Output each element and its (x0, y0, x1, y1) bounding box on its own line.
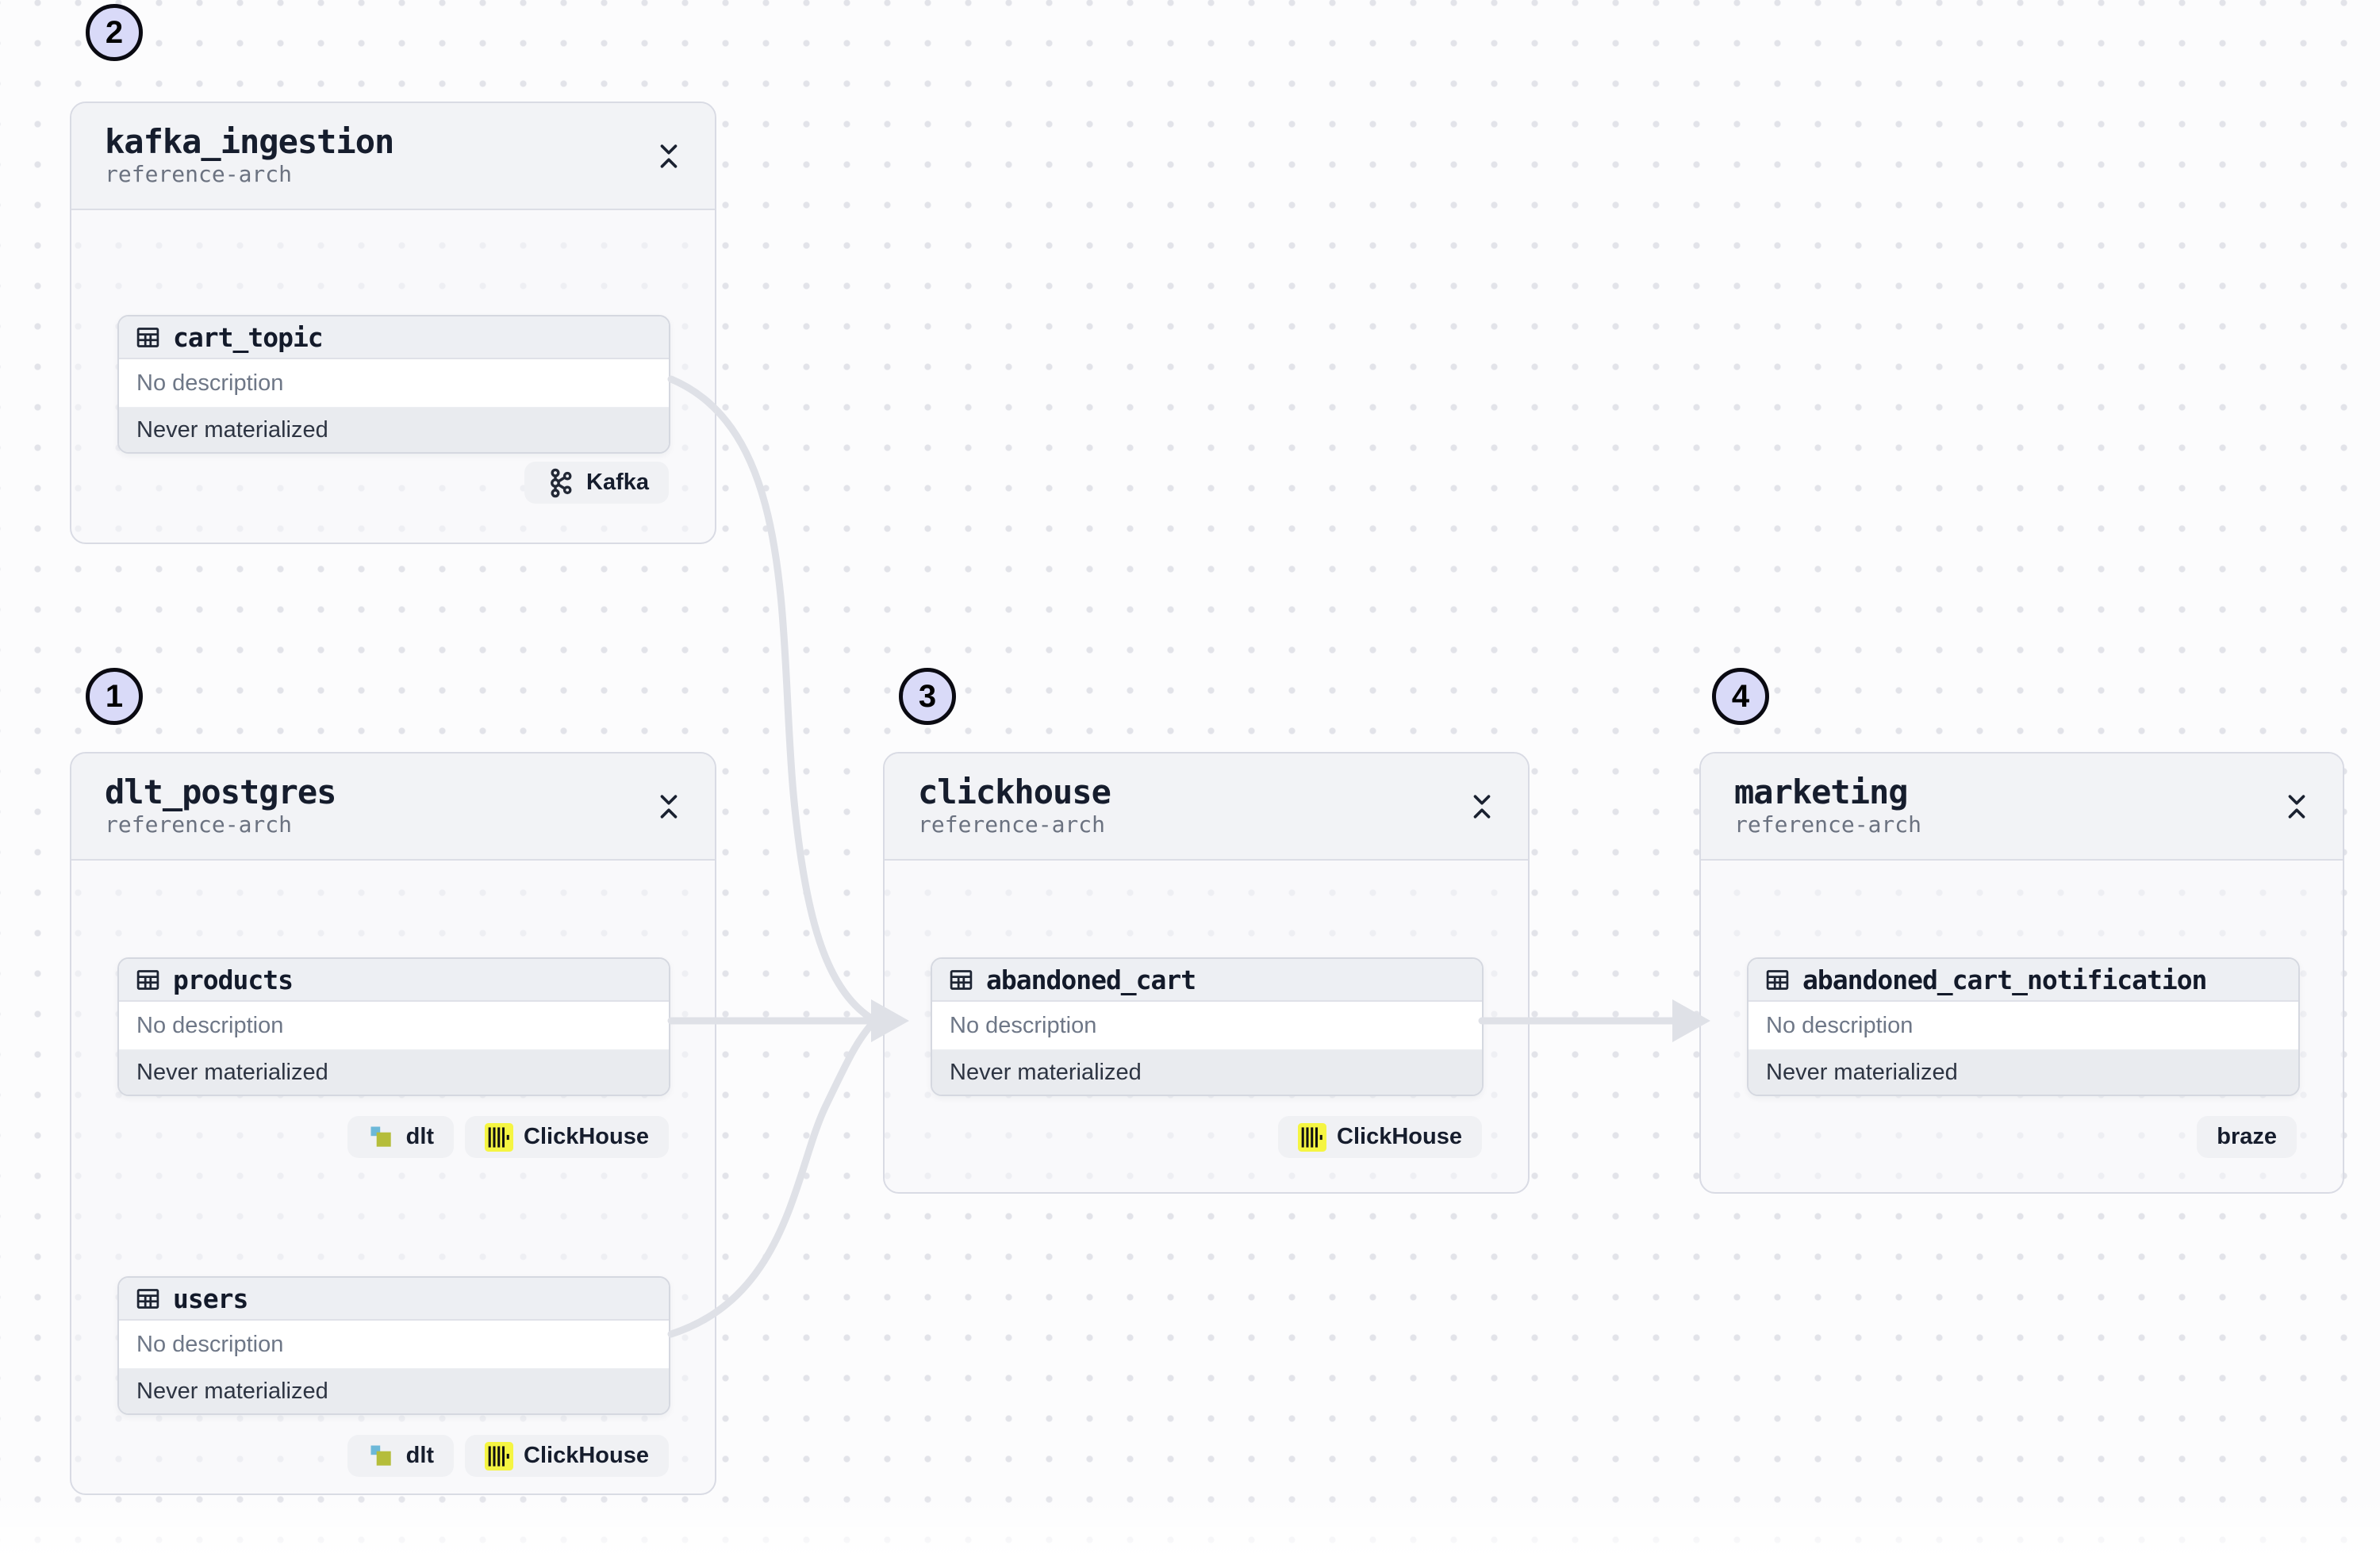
asset-card-header: abandoned_cart_notification (1749, 959, 2298, 1002)
kind-tag-label: ClickHouse (1337, 1124, 1462, 1149)
table-icon (135, 324, 161, 351)
asset-name: products (173, 964, 294, 995)
asset-card-cart-topic[interactable]: cart_topic No description Never material… (117, 315, 670, 454)
kind-tag-clickhouse: ClickHouse (1278, 1116, 1482, 1158)
group-header: clickhouse reference-arch (885, 753, 1528, 861)
clickhouse-icon (485, 1122, 514, 1152)
kafka-icon (544, 467, 576, 499)
clickhouse-icon (485, 1441, 514, 1471)
group-subtitle: reference-arch (918, 811, 1106, 838)
kind-tag-label: braze (2217, 1124, 2277, 1149)
collapse-vertical-icon (659, 144, 678, 169)
asset-card-header: users (119, 1278, 669, 1321)
asset-description: No description (1749, 1002, 2298, 1050)
asset-name: users (173, 1283, 248, 1314)
group-title: kafka_ingestion (105, 121, 394, 161)
table-icon (135, 967, 161, 993)
kind-tag-label: ClickHouse (524, 1124, 649, 1149)
collapse-group-button[interactable] (651, 134, 686, 178)
asset-name: cart_topic (173, 321, 324, 353)
group-title: marketing (1734, 772, 1909, 811)
group-subtitle: reference-arch (1734, 811, 1922, 838)
asset-status: Never materialized (932, 1050, 1482, 1095)
collapse-vertical-icon (659, 794, 678, 819)
asset-status: Never materialized (119, 1050, 669, 1095)
dlt-icon (367, 1442, 396, 1471)
step-badge-1: 1 (86, 668, 143, 725)
asset-name: abandoned_cart (986, 964, 1196, 995)
kind-tag-dlt: dlt (347, 1116, 455, 1158)
asset-description: No description (119, 1002, 669, 1050)
asset-tag-row: braze (2197, 1116, 2297, 1158)
kind-tag-label: Kafka (586, 470, 649, 495)
clickhouse-icon (1298, 1122, 1327, 1152)
kind-tag-clickhouse: ClickHouse (465, 1435, 669, 1477)
kind-tag-clickhouse: ClickHouse (465, 1116, 669, 1158)
asset-tag-row: dlt ClickHouse (347, 1435, 669, 1477)
collapse-vertical-icon (1472, 794, 1491, 819)
asset-tag-row: Kafka (524, 462, 669, 504)
group-marketing[interactable]: marketing reference-arch abandoned_cart_… (1699, 752, 2344, 1194)
asset-name: abandoned_cart_notification (1802, 964, 2207, 995)
table-icon (135, 1286, 161, 1312)
asset-card-products[interactable]: products No description Never materializ… (117, 957, 670, 1096)
asset-tag-row: ClickHouse (1278, 1116, 1482, 1158)
group-dlt-postgres[interactable]: dlt_postgres reference-arch products No … (70, 752, 716, 1495)
asset-status: Never materialized (1749, 1050, 2298, 1095)
asset-card-header: cart_topic (119, 316, 669, 359)
collapse-group-button[interactable] (1464, 784, 1499, 829)
group-header: marketing reference-arch (1701, 753, 2343, 861)
group-subtitle: reference-arch (105, 811, 293, 838)
asset-card-users[interactable]: users No description Never materialized (117, 1276, 670, 1415)
asset-status: Never materialized (119, 1369, 669, 1413)
kind-tag-braze: braze (2197, 1116, 2297, 1158)
asset-card-header: products (119, 959, 669, 1002)
bottom-fade (0, 1494, 2380, 1553)
asset-tag-row: dlt ClickHouse (347, 1116, 669, 1158)
asset-card-header: abandoned_cart (932, 959, 1482, 1002)
group-subtitle: reference-arch (105, 161, 293, 188)
kind-tag-dlt: dlt (347, 1435, 455, 1477)
asset-card-abandoned-cart[interactable]: abandoned_cart No description Never mate… (931, 957, 1484, 1096)
asset-description: No description (932, 1002, 1482, 1050)
collapse-vertical-icon (2287, 794, 2306, 819)
group-kafka-ingestion[interactable]: kafka_ingestion reference-arch cart_topi… (70, 102, 716, 544)
step-badge-2: 2 (86, 4, 143, 61)
group-title: dlt_postgres (105, 772, 336, 811)
kind-tag-label: ClickHouse (524, 1443, 649, 1468)
group-header: dlt_postgres reference-arch (71, 753, 715, 861)
table-icon (1764, 967, 1791, 993)
kind-tag-label: dlt (405, 1124, 435, 1149)
asset-status: Never materialized (119, 408, 669, 452)
step-badge-3: 3 (899, 668, 956, 725)
asset-card-abandoned-cart-notification[interactable]: abandoned_cart_notification No descripti… (1747, 957, 2300, 1096)
kind-tag-kafka: Kafka (524, 462, 669, 504)
table-icon (948, 967, 974, 993)
step-badge-4: 4 (1712, 668, 1769, 725)
collapse-group-button[interactable] (2279, 784, 2314, 829)
group-title: clickhouse (918, 772, 1111, 811)
asset-description: No description (119, 1321, 669, 1369)
kind-tag-label: dlt (405, 1443, 435, 1468)
collapse-group-button[interactable] (651, 784, 686, 829)
group-clickhouse[interactable]: clickhouse reference-arch abandoned_cart… (883, 752, 1530, 1194)
group-header: kafka_ingestion reference-arch (71, 103, 715, 210)
dlt-icon (367, 1123, 396, 1152)
asset-description: No description (119, 359, 669, 408)
